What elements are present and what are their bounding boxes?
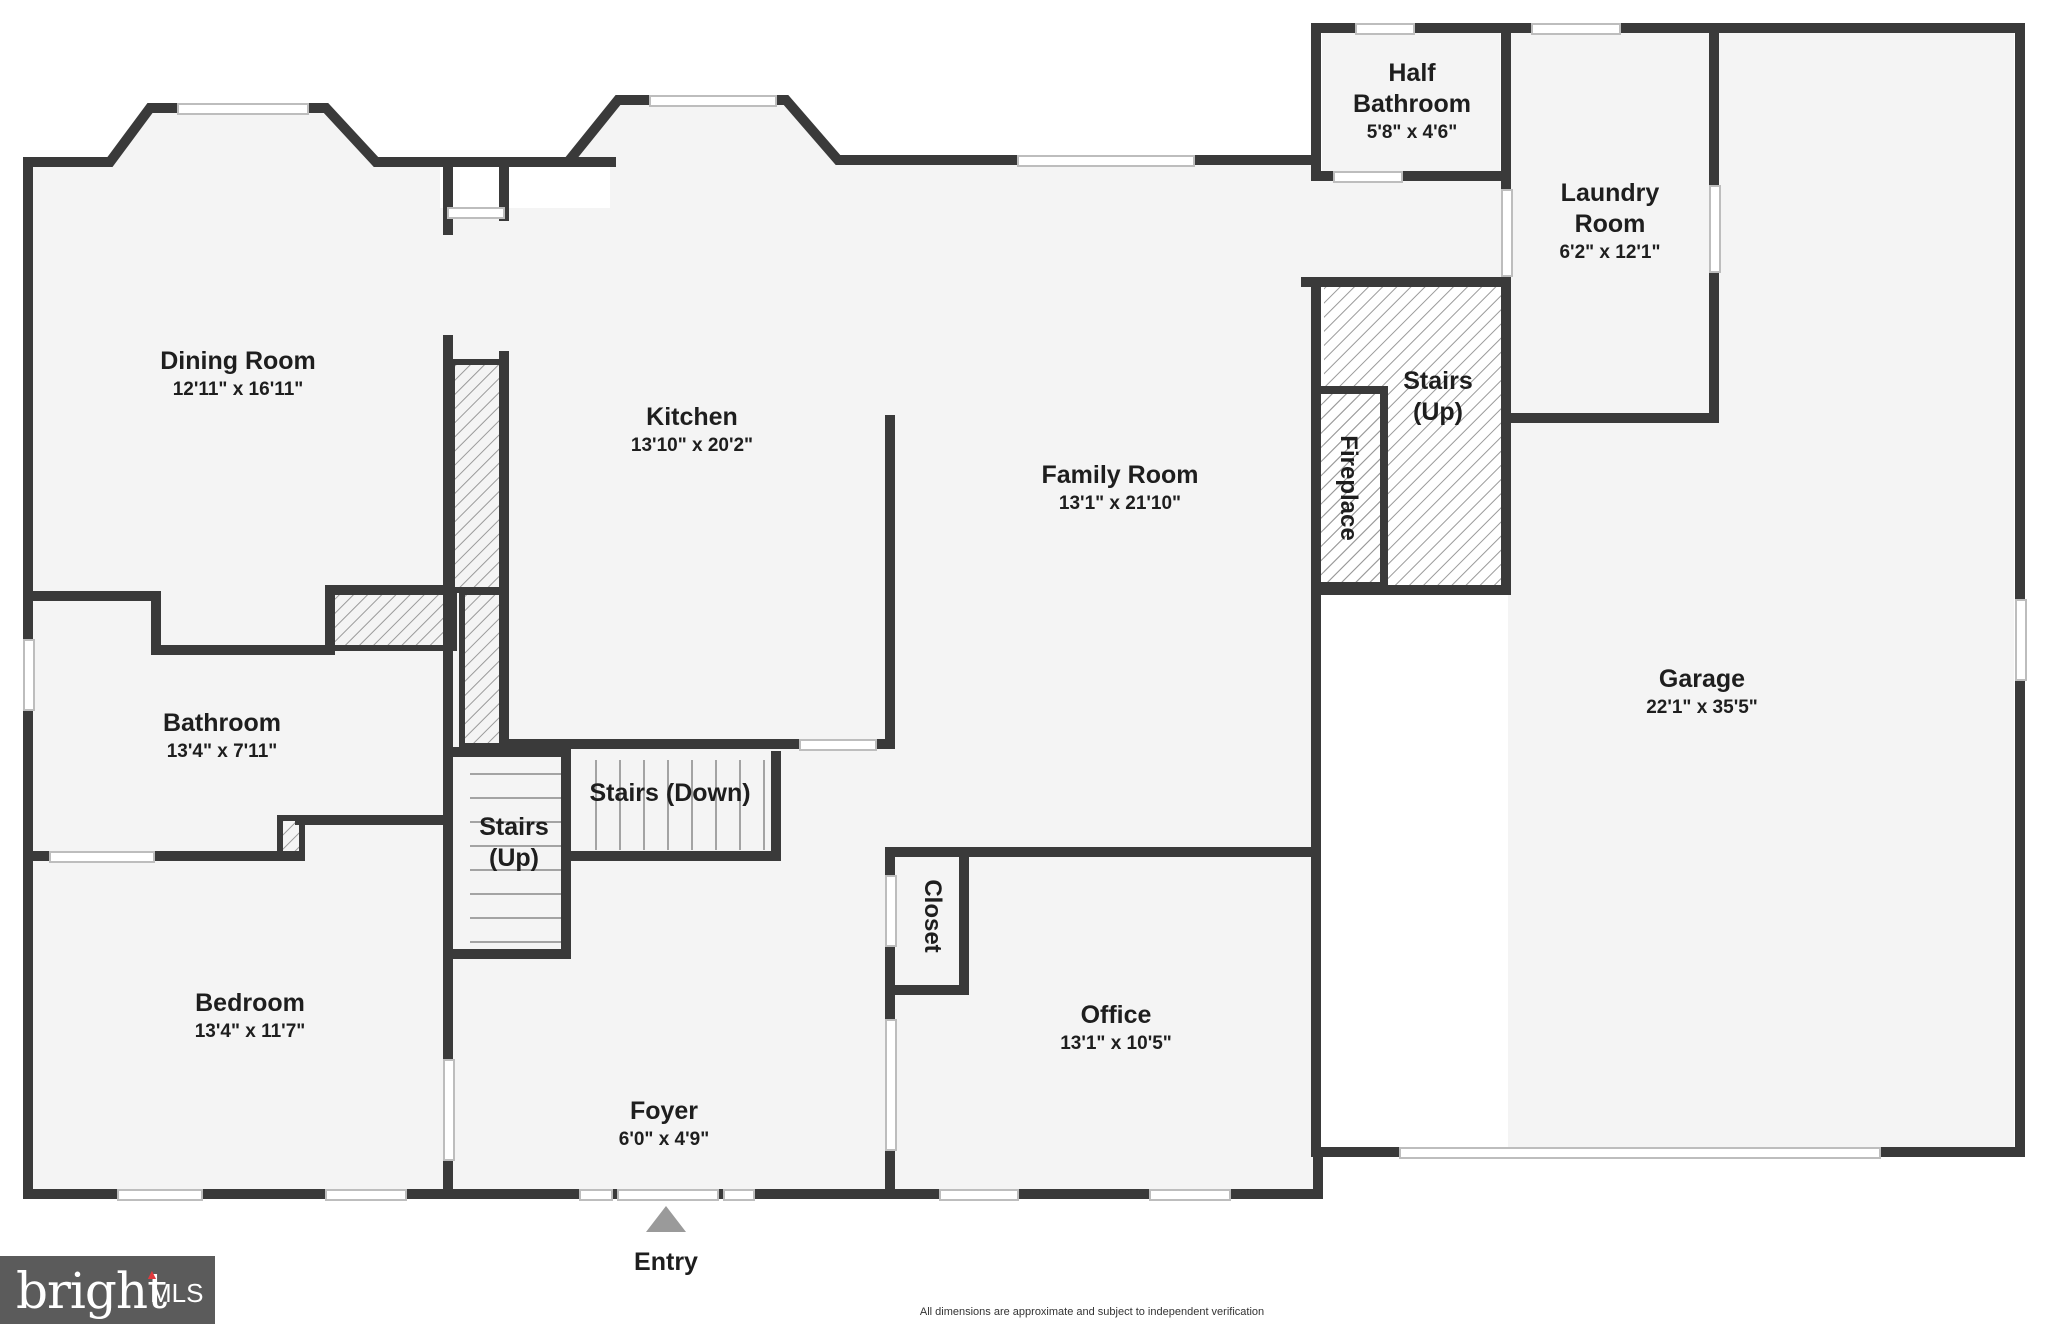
stairs-up-left-line2: (Up) bbox=[489, 844, 539, 872]
family-room-label: Family Room 13'1" x 21'10" bbox=[1042, 460, 1199, 517]
bathroom-dims: 13'4" x 7'11" bbox=[166, 741, 278, 762]
bedroom-label: Bedroom 13'4" x 11'7" bbox=[195, 988, 306, 1045]
dining-room-dims: 12'11" x 16'11" bbox=[172, 379, 304, 400]
bedroom-dims: 13'4" x 11'7" bbox=[194, 1021, 306, 1042]
brand-suffix: MLS bbox=[150, 1278, 204, 1308]
dimensions-disclaimer: All dimensions are approximate and subje… bbox=[919, 1306, 1265, 1318]
fireplace-hatch bbox=[1312, 386, 1388, 590]
windows bbox=[23, 23, 2027, 1201]
family-room-dims: 13'1" x 21'10" bbox=[1058, 493, 1182, 514]
floor-area bbox=[28, 32, 2014, 1190]
office-label: Office 13'1" x 10'5" bbox=[1060, 1000, 1172, 1057]
laundry-room-dims: 6'2" x 12'1" bbox=[1559, 242, 1661, 263]
garage-name: Garage bbox=[1658, 665, 1746, 693]
half-bathroom-label: Half Bathroom 5'8" x 4'6" bbox=[1353, 58, 1471, 146]
kitchen-name: Kitchen bbox=[646, 403, 738, 431]
bathroom-name: Bathroom bbox=[162, 709, 282, 737]
foyer-label: Foyer 6'0" x 4'9" bbox=[619, 1096, 709, 1153]
bedroom-name: Bedroom bbox=[195, 989, 305, 1017]
half-bathroom-name-2: Bathroom bbox=[1352, 90, 1472, 118]
brand-word: bright bbox=[16, 1262, 167, 1320]
bath-cabinet-hatch bbox=[327, 589, 457, 651]
entry-label: Entry bbox=[634, 1248, 698, 1276]
stairs-up-right-label: Stairs (Up) bbox=[1403, 366, 1472, 428]
brand-mark-icon: ▲ bbox=[145, 1266, 159, 1282]
closet-label: Closet bbox=[919, 879, 946, 953]
half-bathroom-dims: 5'8" x 4'6" bbox=[1366, 122, 1458, 143]
stairs-down-text: Stairs (Down) bbox=[589, 779, 751, 807]
stairs-up-right-line1: Stairs bbox=[1403, 367, 1473, 395]
bathroom-label: Bathroom 13'4" x 7'11" bbox=[163, 708, 281, 765]
office-dims: 13'1" x 10'5" bbox=[1060, 1033, 1172, 1054]
stairs-up-left-label: Stairs (Up) bbox=[479, 812, 548, 874]
laundry-room-label: Laundry Room 6'2" x 12'1" bbox=[1559, 178, 1660, 266]
stairs-down-label: Stairs (Down) bbox=[589, 778, 750, 809]
family-room-name: Family Room bbox=[1041, 461, 1199, 489]
stairs-up-right-line2: (Up) bbox=[1413, 398, 1463, 426]
stairs-up-left-treads bbox=[470, 773, 566, 943]
laundry-room-name-1: Laundry bbox=[1560, 179, 1660, 207]
foyer-dims: 6'0" x 4'9" bbox=[618, 1129, 710, 1150]
fireplace-label: Fireplace bbox=[1335, 435, 1362, 541]
brand-logo: bright ▲ MLS bbox=[0, 1256, 215, 1324]
kitchen-label: Kitchen 13'10" x 20'2" bbox=[631, 402, 753, 459]
stairs-up-left-line1: Stairs bbox=[479, 813, 549, 841]
office-name: Office bbox=[1080, 1001, 1152, 1029]
kitchen-dims: 13'10" x 20'2" bbox=[630, 435, 754, 456]
half-bathroom-name-1: Half bbox=[1388, 59, 1436, 87]
entry-arrow-icon bbox=[646, 1206, 686, 1232]
dining-cabinet-hatch bbox=[449, 359, 505, 593]
dining-room-label: Dining Room 12'11" x 16'11" bbox=[160, 346, 316, 403]
stairs-down-treads bbox=[595, 760, 765, 850]
laundry-room-name-2: Room bbox=[1574, 210, 1646, 238]
garage-dims: 22'1" x 35'5" bbox=[1646, 697, 1758, 718]
garage-label: Garage 22'1" x 35'5" bbox=[1646, 664, 1758, 721]
dining-room-name: Dining Room bbox=[160, 347, 316, 375]
foyer-name: Foyer bbox=[629, 1097, 699, 1125]
